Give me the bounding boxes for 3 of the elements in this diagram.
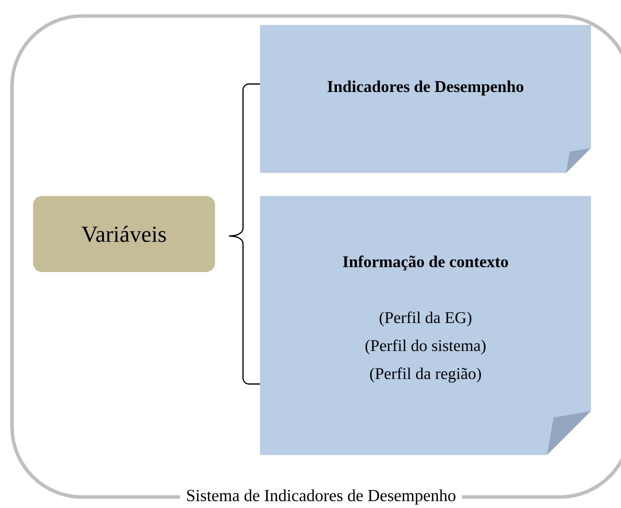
variable-box: Variáveis	[33, 196, 215, 272]
note-box: Informação de contexto (Perfil da EG) (Perfil do sistema) (Perfil da região)	[260, 196, 591, 455]
note-box: Indicadores de Desempenho	[260, 25, 591, 173]
